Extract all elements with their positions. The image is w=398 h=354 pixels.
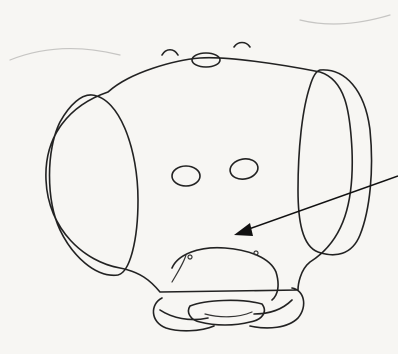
right-mandible-inner — [254, 300, 292, 314]
clypeal-pit-left — [188, 255, 192, 259]
ocelli — [162, 43, 250, 68]
left-mandible-inner — [160, 310, 208, 320]
right-antennal-socket — [228, 157, 259, 182]
labrum-fold — [205, 312, 252, 317]
left-antennal-socket — [172, 166, 200, 186]
right-compound-eye — [298, 70, 372, 255]
labrum — [188, 300, 264, 325]
pointer-arrow — [234, 176, 398, 236]
head-capsule — [46, 58, 352, 292]
